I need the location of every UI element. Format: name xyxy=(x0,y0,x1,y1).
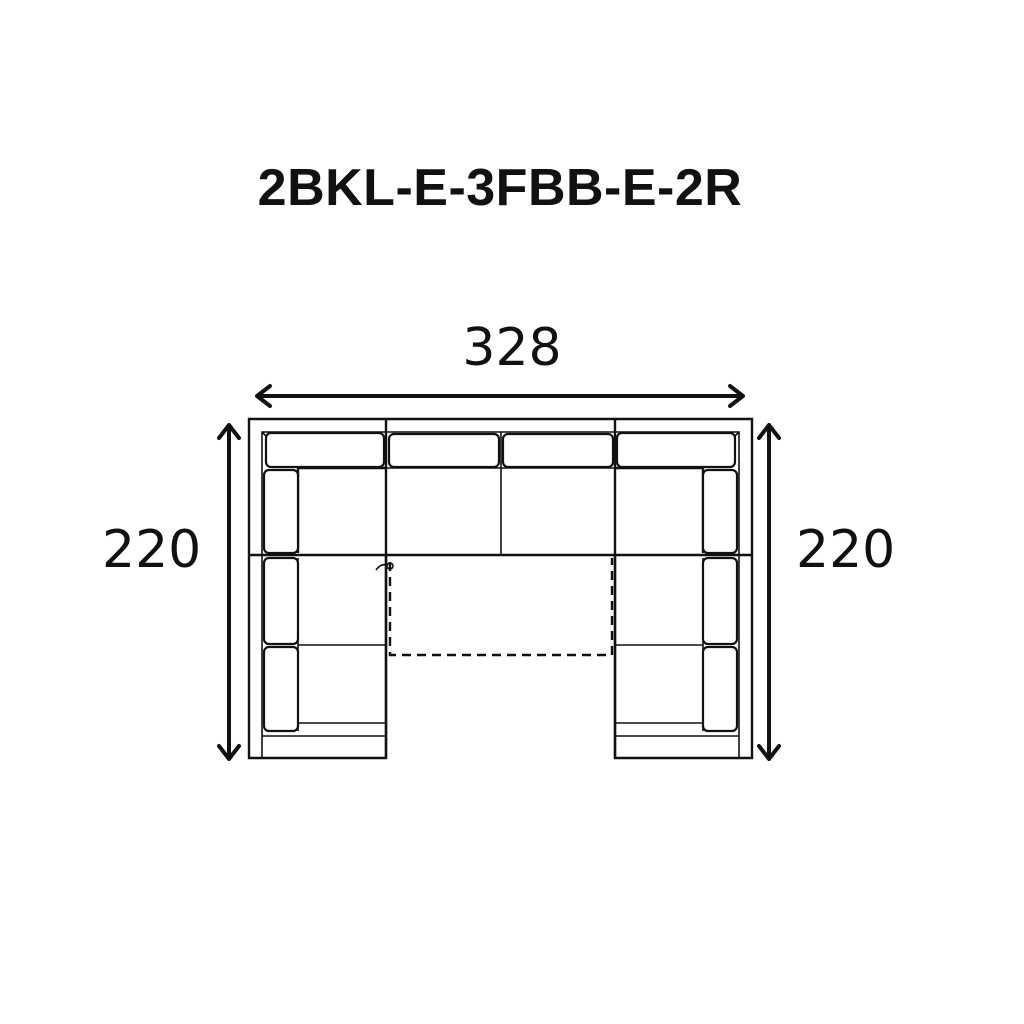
left-depth-dimension-label: 220 xyxy=(102,520,202,580)
width-arrow xyxy=(255,384,745,408)
pull-out-pivot-icon xyxy=(386,562,394,570)
module-dividers xyxy=(249,419,752,758)
middle-back-cushions xyxy=(386,432,615,469)
right-depth-dimension-label: 220 xyxy=(796,520,896,580)
right-chaise-back-cushion-1 xyxy=(701,556,739,646)
left-corner-module xyxy=(261,431,386,555)
right-corner-side-cushion xyxy=(701,468,739,555)
width-dimension-label: 328 xyxy=(462,318,562,378)
left-chaise-module xyxy=(262,556,386,737)
left-corner-side-cushion xyxy=(262,468,300,555)
left-depth-arrow xyxy=(217,423,241,761)
left-chaise-back-cushion-1 xyxy=(262,556,300,646)
right-chaise-module xyxy=(615,556,739,737)
right-corner-back-cushion xyxy=(615,431,737,469)
right-corner-module xyxy=(615,431,740,555)
right-depth-arrow xyxy=(757,423,781,761)
left-chaise-back-cushion-2 xyxy=(262,645,300,733)
model-code-title: 2BKL-E-3FBB-E-2R xyxy=(257,159,743,217)
right-chaise-back-cushion-2 xyxy=(701,645,739,733)
bed-extension-outline xyxy=(375,558,614,657)
left-corner-back-cushion xyxy=(264,431,386,469)
middle-back-cushion-2 xyxy=(501,432,615,469)
middle-back-cushion-1 xyxy=(387,432,501,469)
